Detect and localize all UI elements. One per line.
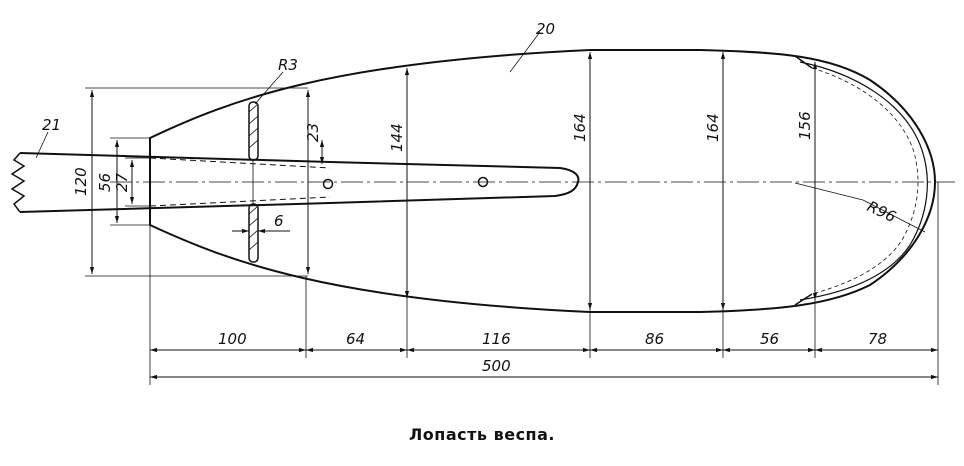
blade-tip-edge: [799, 61, 928, 301]
radius-r3-label: R3: [278, 56, 298, 74]
width-dim-144: 144: [388, 123, 406, 152]
width-dim-120: 120: [72, 167, 90, 196]
total-length-dim: 500: [482, 357, 511, 375]
width-dim-6: 6: [274, 212, 284, 230]
length-dim-3: 116: [482, 330, 511, 348]
width-dim-164b: 164: [704, 113, 722, 142]
pin-hole-2: [477, 176, 489, 188]
handle-break: [10, 152, 26, 213]
pin-hole-1: [322, 178, 334, 190]
section-cut: [248, 101, 259, 263]
width-dim-27: 27: [113, 172, 131, 192]
length-dim-1: 100: [218, 330, 247, 348]
blade-tip-edge-inner: [811, 67, 919, 295]
part-20-label: 20: [536, 20, 555, 38]
width-dim-56: 56: [96, 173, 114, 192]
length-dim-5: 56: [760, 330, 779, 348]
drawing-caption: Лопасть веспа.: [409, 425, 555, 444]
radius-r96-label: R96: [864, 197, 898, 226]
length-dim-2: 64: [346, 330, 365, 348]
width-dim-23: 23: [304, 123, 322, 142]
width-dim-156: 156: [796, 111, 814, 140]
part-21-label: 21: [42, 116, 61, 134]
length-dim-6: 78: [868, 330, 887, 348]
width-dim-164a: 164: [571, 113, 589, 142]
length-dim-4: 86: [645, 330, 664, 348]
